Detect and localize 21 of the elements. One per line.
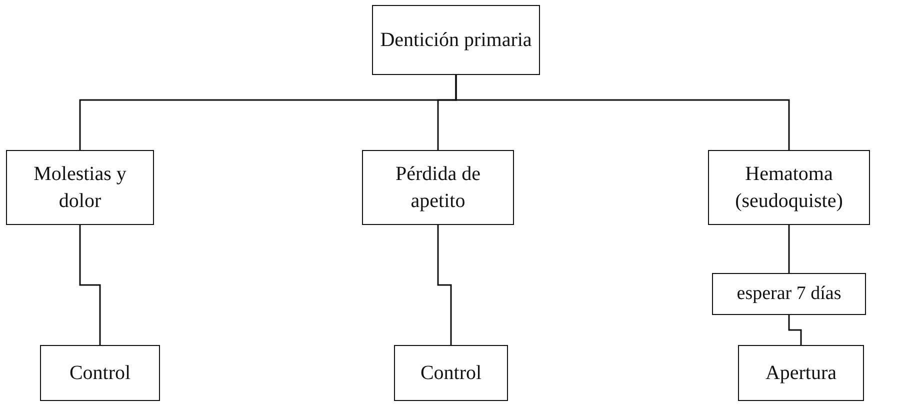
process-box	[372, 5, 540, 75]
box-label: Control	[420, 360, 482, 386]
box-label: Apertura	[765, 360, 837, 386]
connector-line	[437, 225, 452, 345]
box-label: Pérdida de apetito	[394, 162, 482, 214]
box-label: esperar 7 días	[736, 282, 842, 306]
process-box	[6, 150, 154, 225]
box-label: Molestias y dolor	[32, 162, 128, 214]
box-label: Hematoma (seudoquiste)	[734, 162, 844, 214]
connector-line	[788, 315, 802, 345]
process-box	[708, 150, 870, 225]
box-label: Dentición primaria	[380, 28, 532, 52]
connector-line	[788, 225, 790, 273]
process-box	[712, 273, 866, 315]
connector-line	[79, 225, 101, 345]
connector-line	[455, 75, 790, 150]
process-box	[394, 345, 508, 401]
process-box	[362, 150, 514, 225]
box-label: Control	[69, 360, 131, 386]
process-box	[738, 345, 864, 401]
process-box	[40, 345, 160, 401]
